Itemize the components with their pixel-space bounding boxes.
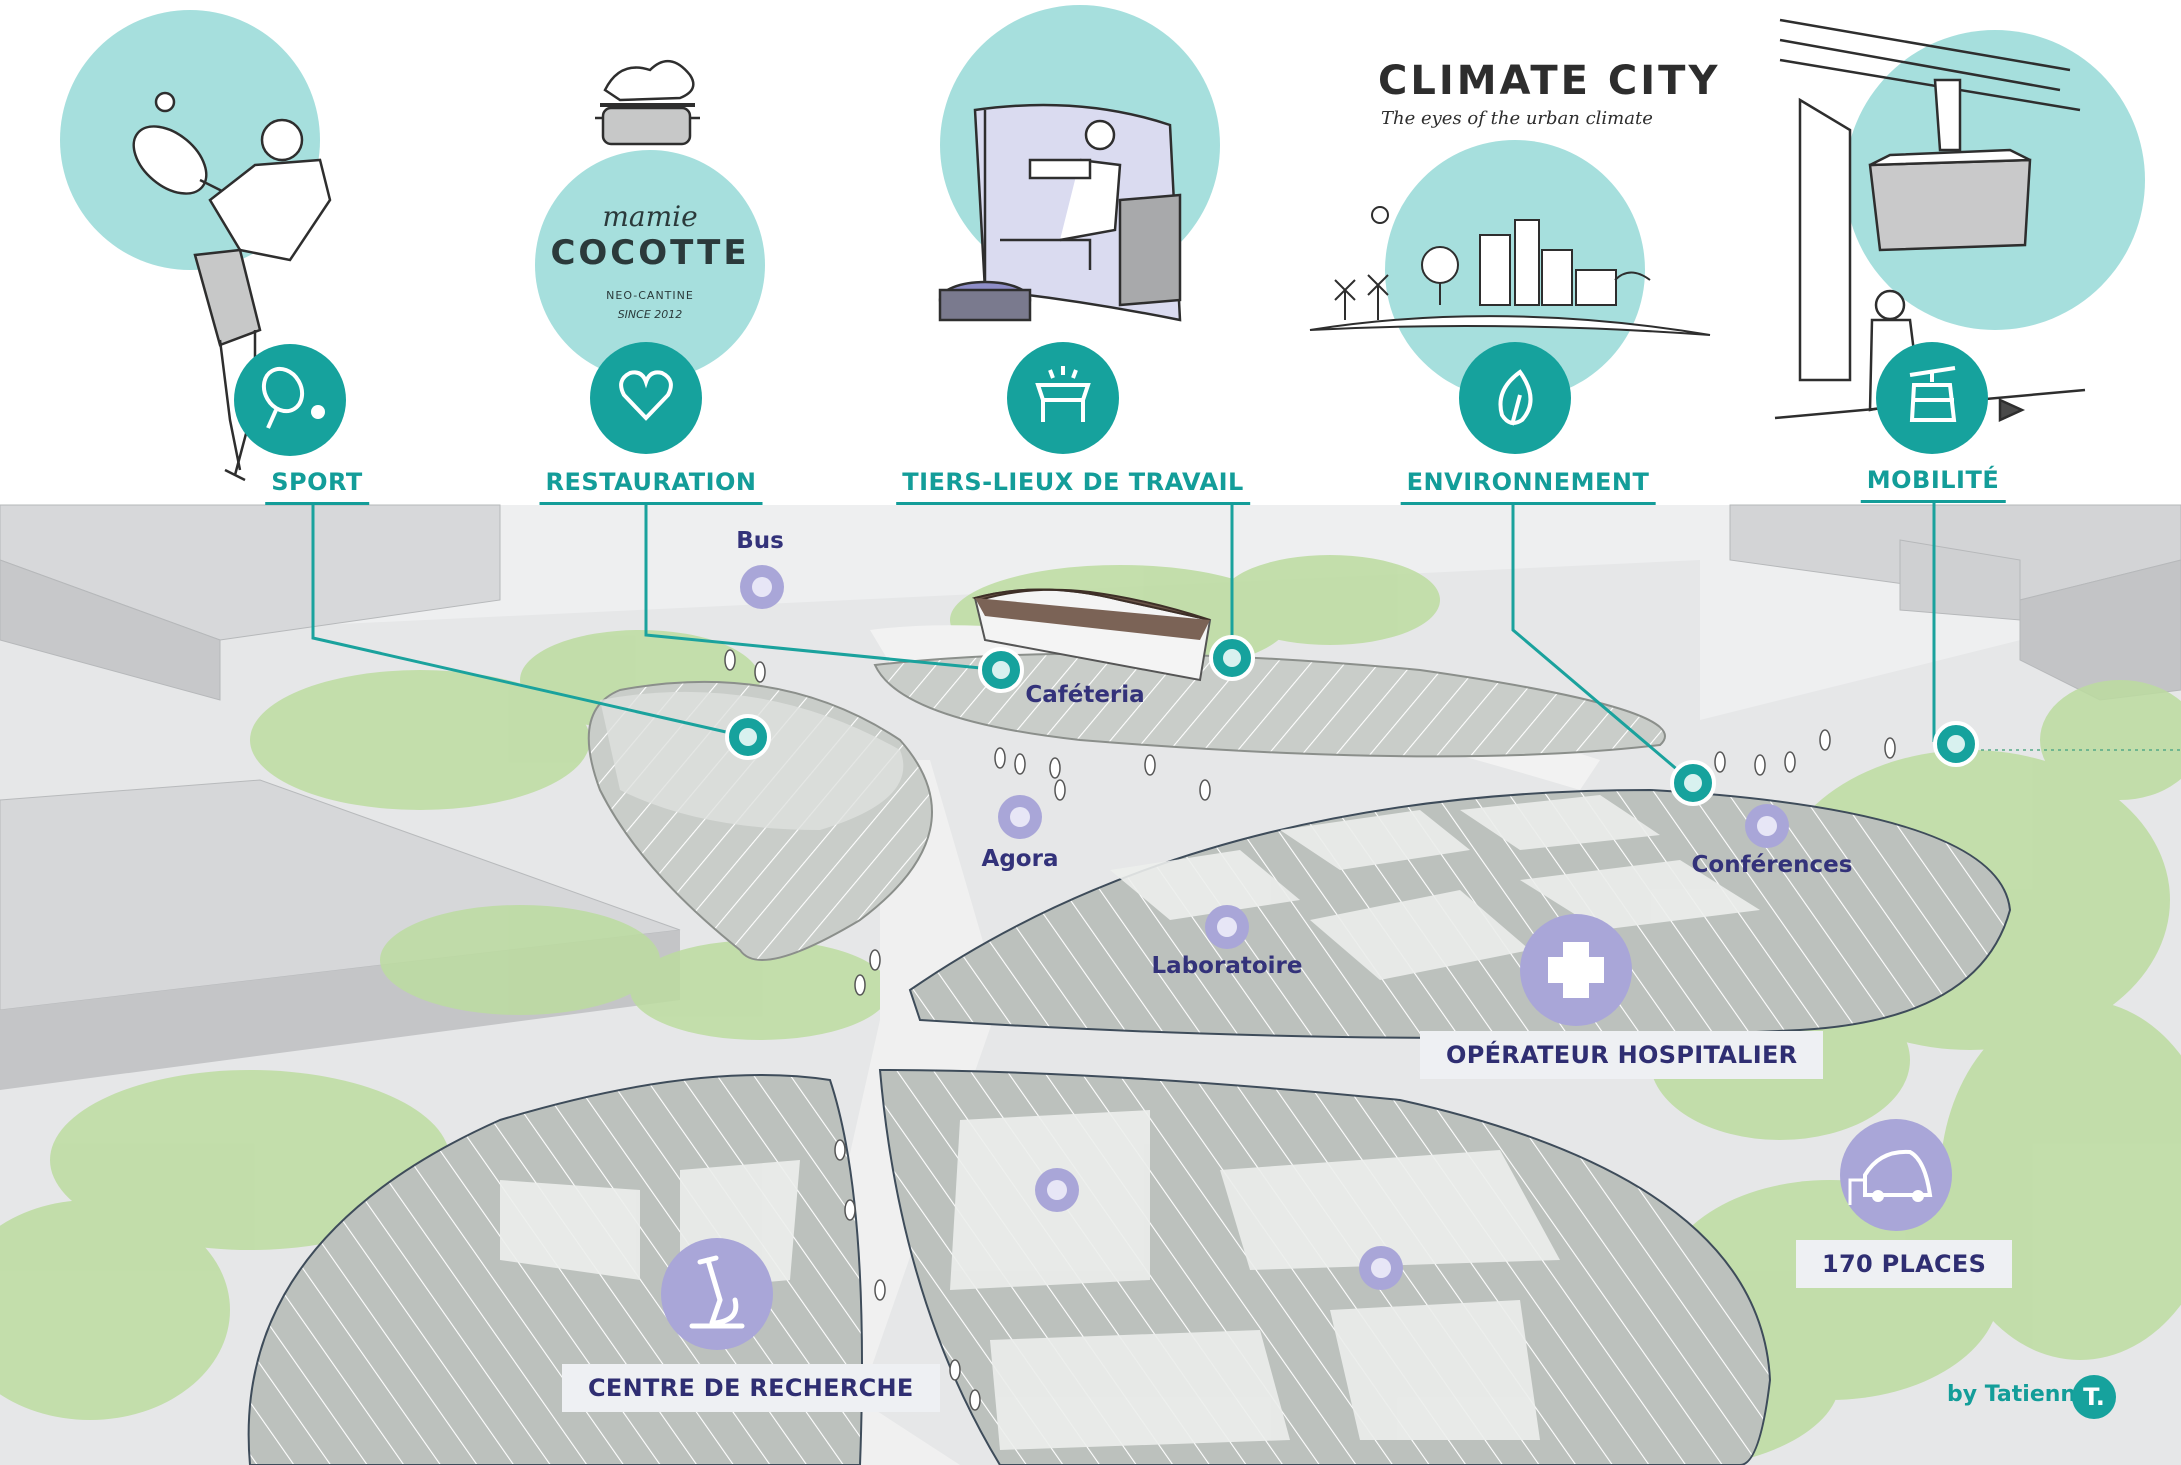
cooking-pot-sketch	[595, 60, 700, 146]
author-signature: by Tatienne	[1947, 1382, 2091, 1407]
climate-city-subtitle: The eyes of the urban climate	[1381, 108, 1653, 129]
site-markers	[725, 635, 1979, 806]
tag-centre-de-recherche: CENTRE DE RECHERCHE	[562, 1364, 940, 1412]
leaf-icon	[1498, 369, 1533, 426]
category-label-sport: SPORT	[265, 468, 369, 505]
place-label-laboratoire: Laboratoire	[1151, 953, 1303, 979]
place-label-bus: Bus	[736, 528, 784, 554]
logo-line-cocotte: COCOTTE	[550, 233, 750, 273]
logo-line-since: SINCE 2012	[617, 308, 683, 321]
connector-lines	[311, 503, 2181, 785]
category-icons	[234, 342, 1988, 456]
category-label-mobilite: MOBILITÉ	[1860, 466, 2006, 503]
category-illustrations	[60, 5, 2145, 482]
tennis-player-sketch	[132, 91, 332, 482]
work-pod-sketch	[938, 103, 1182, 322]
electric-car-badge	[1840, 1119, 1952, 1231]
place-label-conferences: Conférences	[1691, 852, 1853, 878]
logo-line-mamie: mamie	[602, 200, 698, 233]
category-label-restauration: RESTAURATION	[539, 468, 763, 505]
place-label-agora: Agora	[981, 846, 1059, 872]
hospital-badge	[1520, 914, 1632, 1026]
mamie-cocotte-logo: mamie COCOTTE NEO-CANTINE SINCE 2012	[540, 200, 760, 321]
tag-operateur-hospitalier: OPÉRATEUR HOSPITALIER	[1420, 1031, 1824, 1079]
cable-car-icon	[1909, 366, 1957, 422]
category-label-tiers-lieux: TIERS-LIEUX DE TRAVAIL	[896, 468, 1250, 505]
desk-icon	[1035, 366, 1091, 422]
category-label-environnement: ENVIRONNEMENT	[1400, 468, 1656, 505]
tag-170-places: 170 PLACES	[1796, 1240, 2013, 1288]
pedestrians	[724, 649, 1896, 1411]
cable-car-sketch	[1774, 18, 2086, 422]
author-logo-badge: T.	[2072, 1375, 2116, 1419]
building-blocks	[247, 588, 2012, 1465]
city-skyline-sketch	[1309, 206, 1711, 336]
place-markers	[740, 565, 1789, 1290]
logo-line-neo-cantine: NEO-CANTINE	[606, 289, 694, 302]
heart-icon	[619, 370, 673, 421]
background-buildings	[0, 504, 2181, 1090]
climate-city-title: CLIMATE CITY	[1378, 58, 1721, 104]
place-label-cafeteria: Caféteria	[1025, 682, 1145, 708]
tennis-racket-icon	[261, 366, 325, 429]
microscope-badge	[661, 1238, 773, 1350]
